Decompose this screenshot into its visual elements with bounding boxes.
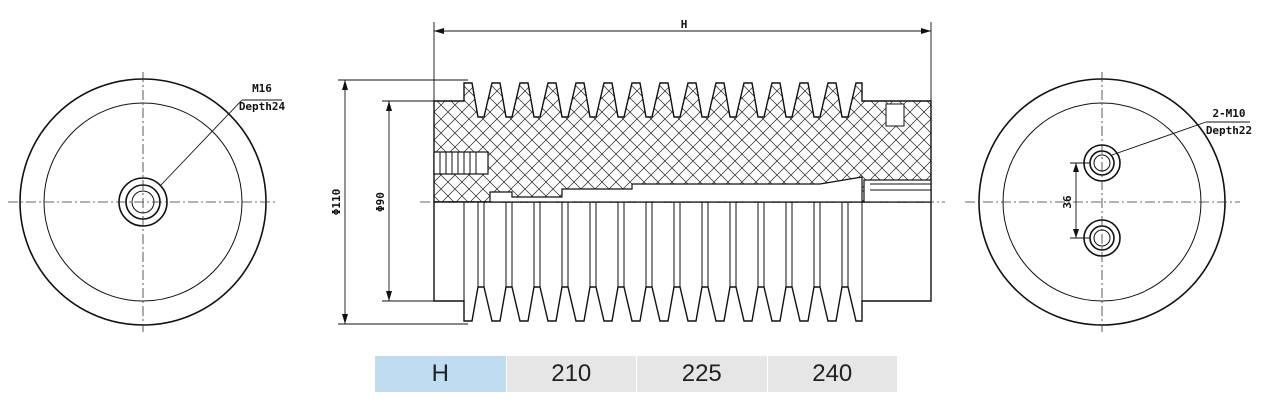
left-depth-label: Depth24 [239, 100, 286, 113]
inner-conductor-cavity [489, 176, 863, 203]
outer-diameter-label: Φ110 [330, 189, 343, 216]
right-thread-label: 2-M10 [1212, 107, 1245, 120]
inner-diameter-label: Φ90 [374, 192, 387, 212]
length-dimension-label: H [681, 18, 688, 31]
insulator-section [433, 82, 932, 203]
dimension-table: H 210 225 240 [375, 356, 897, 392]
table-header-cell: H [375, 356, 506, 392]
right-end-view: 36 2-M10 Depth22 [965, 72, 1252, 332]
right-depth-label: Depth22 [1206, 124, 1252, 137]
right-end-insert [863, 179, 932, 203]
insulator-exterior [433, 201, 932, 322]
hole-spacing-label: 36 [1061, 195, 1074, 209]
left-end-view: M16 Depth24 [8, 72, 286, 332]
table-value-cell: 225 [636, 356, 767, 392]
left-threaded-insert [433, 151, 489, 175]
left-thread-label: M16 [252, 82, 272, 95]
side-view: H Φ110 Φ90 [330, 18, 945, 325]
shed-lines [463, 202, 863, 301]
table-value-cell: 210 [505, 356, 636, 392]
small-threaded-hole [885, 103, 905, 127]
table-value-cell: 240 [766, 356, 897, 392]
